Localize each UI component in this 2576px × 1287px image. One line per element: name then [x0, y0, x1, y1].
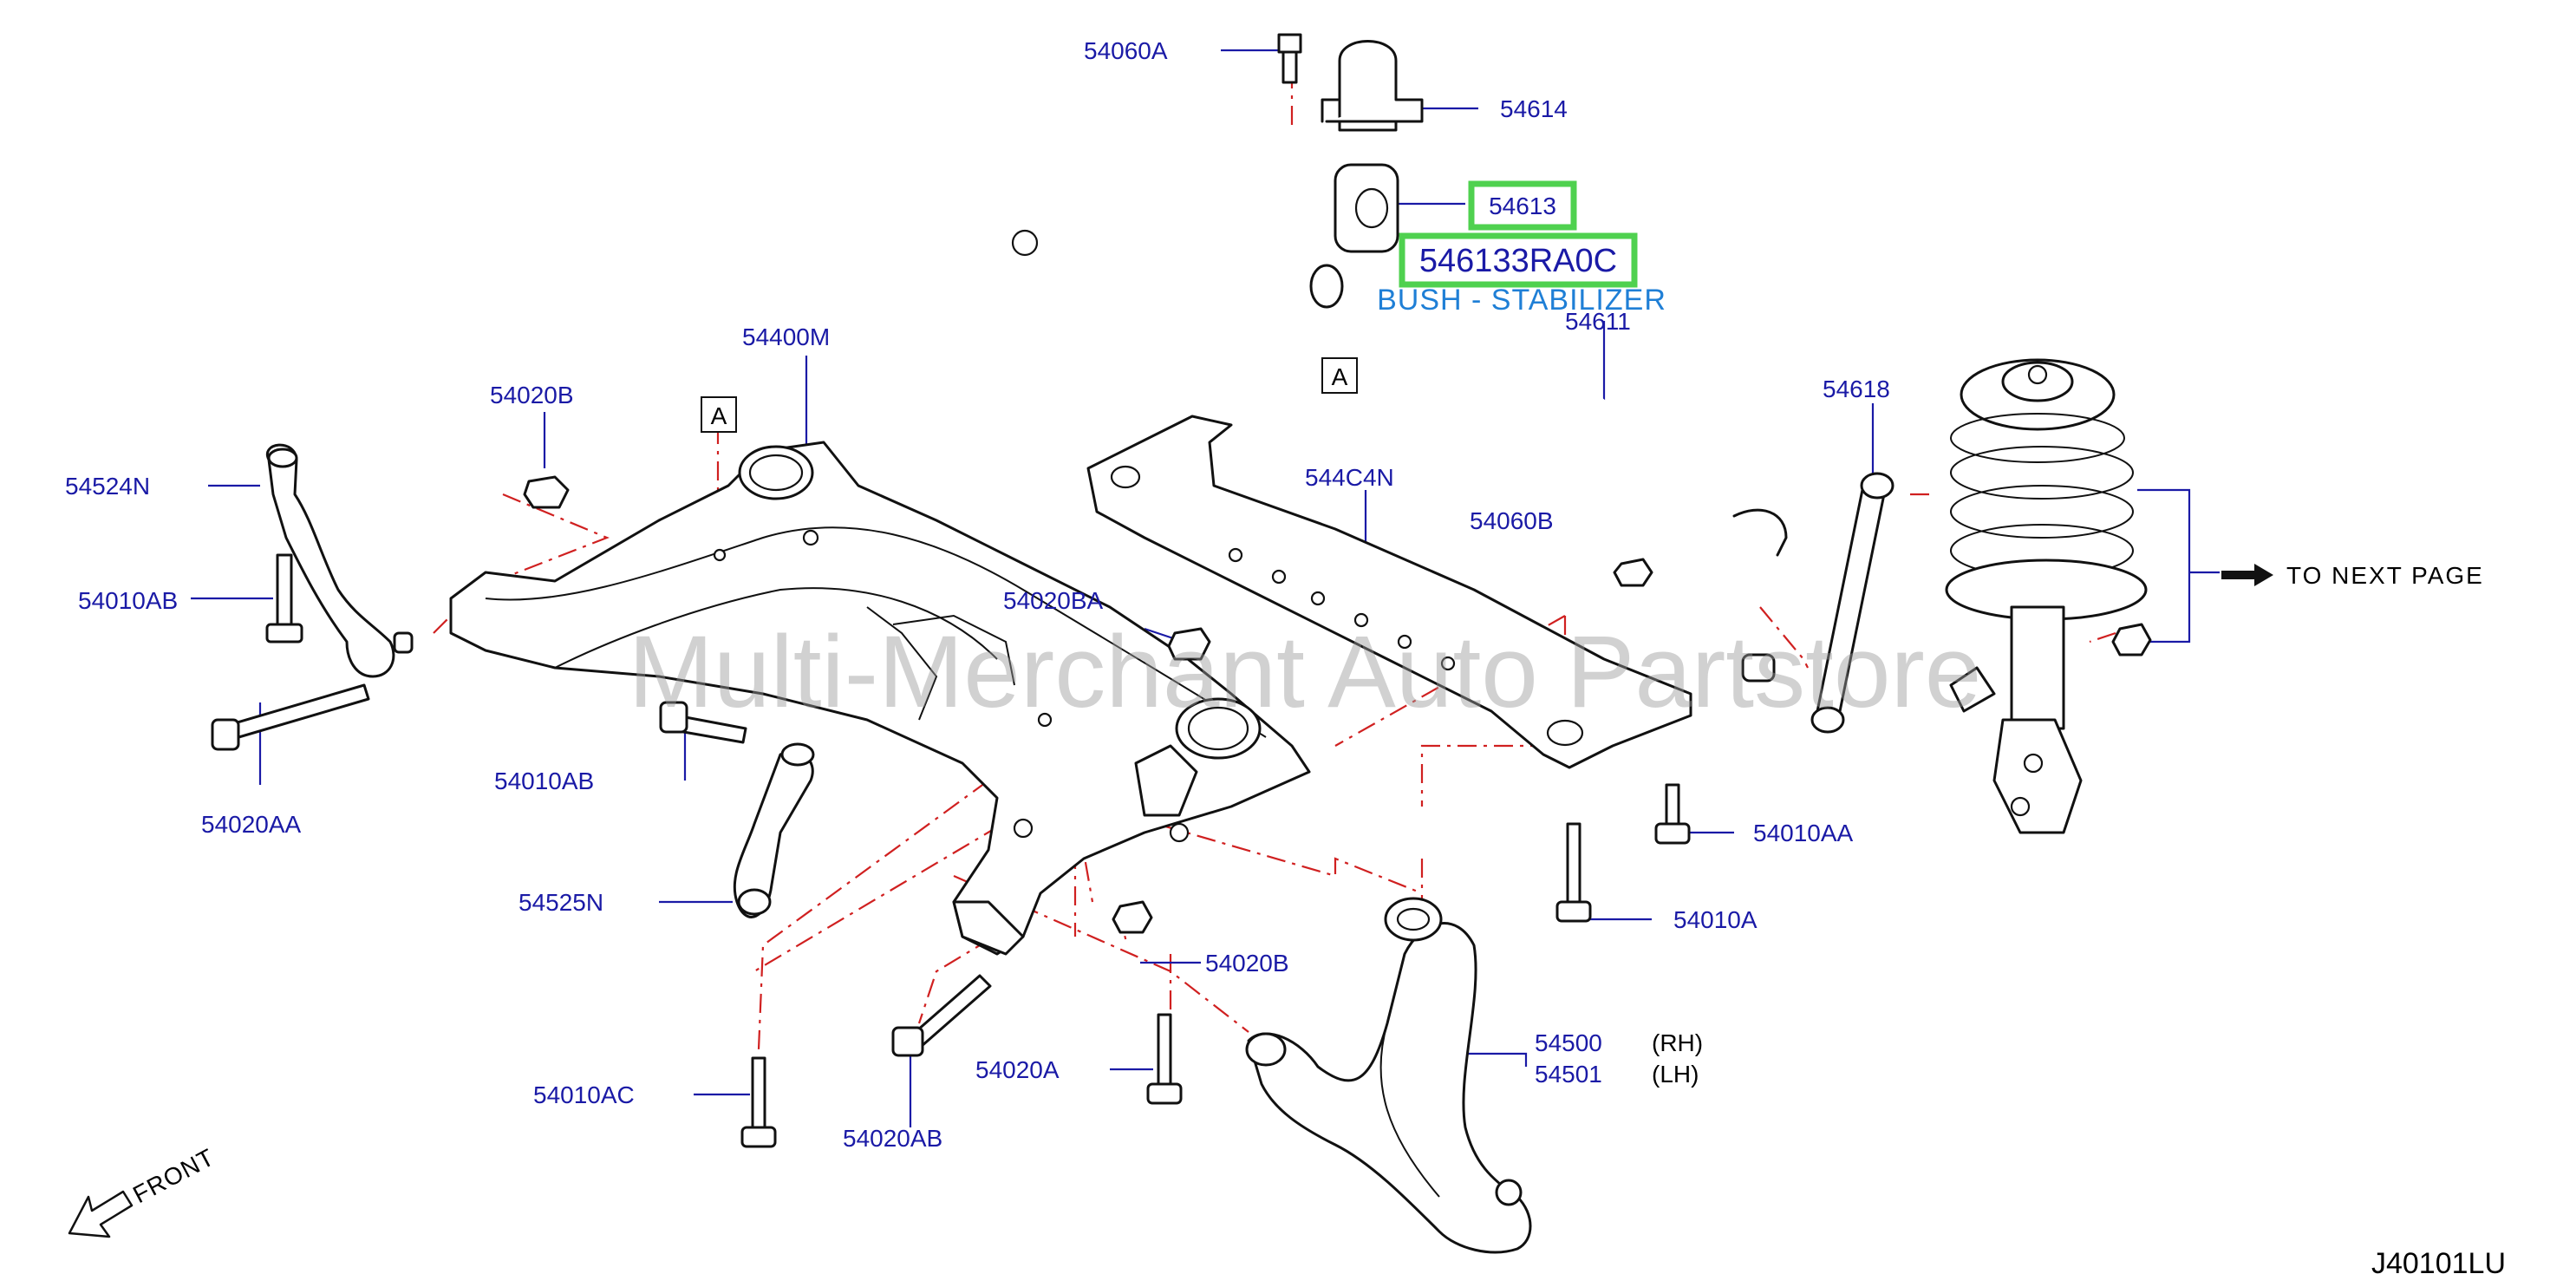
part-label-54060b[interactable]: 54060B [1470, 507, 1554, 534]
highlight-description: BUSH - STABILIZER [1377, 284, 1666, 317]
front-subframe [449, 441, 1311, 956]
part-label-54010ac[interactable]: 54010AC [533, 1081, 635, 1108]
front-label: FRONT [128, 1143, 218, 1208]
part-label-544c4n[interactable]: 544C4N [1305, 464, 1394, 491]
fasteners [211, 475, 2152, 1148]
front-strut-assembly [1945, 358, 2148, 834]
part-label-54020aa[interactable]: 54020AA [201, 811, 302, 838]
label-lh: (LH) [1652, 1061, 1699, 1088]
watermark: Multi-Merchant Auto Partstore [629, 615, 1982, 729]
link-54524n [265, 443, 414, 678]
diagram-code: J40101LU [2371, 1247, 2506, 1280]
reference-a-top: A [701, 396, 737, 433]
highlighted-part-number[interactable]: 546133RA0C [1399, 232, 1638, 288]
highlighted-part-54613[interactable]: 54613 [1468, 180, 1577, 231]
reference-a-top-label: A [711, 402, 727, 429]
bolt-54060a [1277, 33, 1302, 84]
reference-a-bar: A [1321, 357, 1358, 394]
part-label-54020b-top[interactable]: 54020B [490, 382, 574, 408]
link-54525n [733, 742, 815, 918]
part-label-54060a[interactable]: 54060A [1084, 37, 1168, 64]
part-label-54500[interactable]: 54500 [1535, 1029, 1602, 1056]
part-label-54010aa[interactable]: 54010AA [1753, 820, 1854, 846]
part-label-54525n[interactable]: 54525N [518, 889, 603, 916]
part-label-54501[interactable]: 54501 [1535, 1061, 1602, 1088]
label-rh: (RH) [1652, 1029, 1703, 1056]
member-holes [1228, 547, 1456, 671]
part-label-54611[interactable]: 54611 [1565, 308, 1631, 335]
part-label-54010a[interactable]: 54010A [1673, 906, 1758, 933]
highlight-part-number[interactable]: 546133RA0C [1419, 243, 1617, 279]
to-next-page-callout[interactable]: TO NEXT PAGE [2221, 562, 2484, 589]
part-label-54524n[interactable]: 54524N [65, 473, 150, 500]
stabilizer-bar-assembly [1000, 40, 1788, 683]
part-label-54020ab[interactable]: 54020AB [843, 1125, 942, 1152]
stabilizer-link-54618 [1810, 472, 1895, 734]
part-label-54020b-bottom[interactable]: 54020B [1205, 950, 1289, 977]
to-next-page-label: TO NEXT PAGE [2286, 562, 2484, 589]
reference-a-bar-label: A [1332, 363, 1348, 390]
part-label-54613[interactable]: 54613 [1489, 193, 1556, 219]
part-label-54400m[interactable]: 54400M [742, 323, 830, 350]
part-labels: 54060A 54614 54611 54400M 54020B 54524N … [65, 37, 1890, 1152]
arrow-right-icon [2221, 564, 2273, 586]
part-label-54614[interactable]: 54614 [1500, 95, 1568, 122]
part-label-54010ab-mid[interactable]: 54010AB [494, 768, 594, 794]
front-direction-indicator: FRONT [68, 1143, 218, 1238]
part-label-54010ab-left[interactable]: 54010AB [78, 587, 178, 614]
part-label-54020a[interactable]: 54020A [975, 1056, 1060, 1083]
part-label-54020ba[interactable]: 54020BA [1003, 587, 1104, 614]
part-label-54618[interactable]: 54618 [1823, 376, 1890, 402]
front-arrow-icon [68, 1190, 134, 1238]
lower-control-arm [1245, 897, 1532, 1254]
front-member-544c4n [1086, 415, 1692, 769]
